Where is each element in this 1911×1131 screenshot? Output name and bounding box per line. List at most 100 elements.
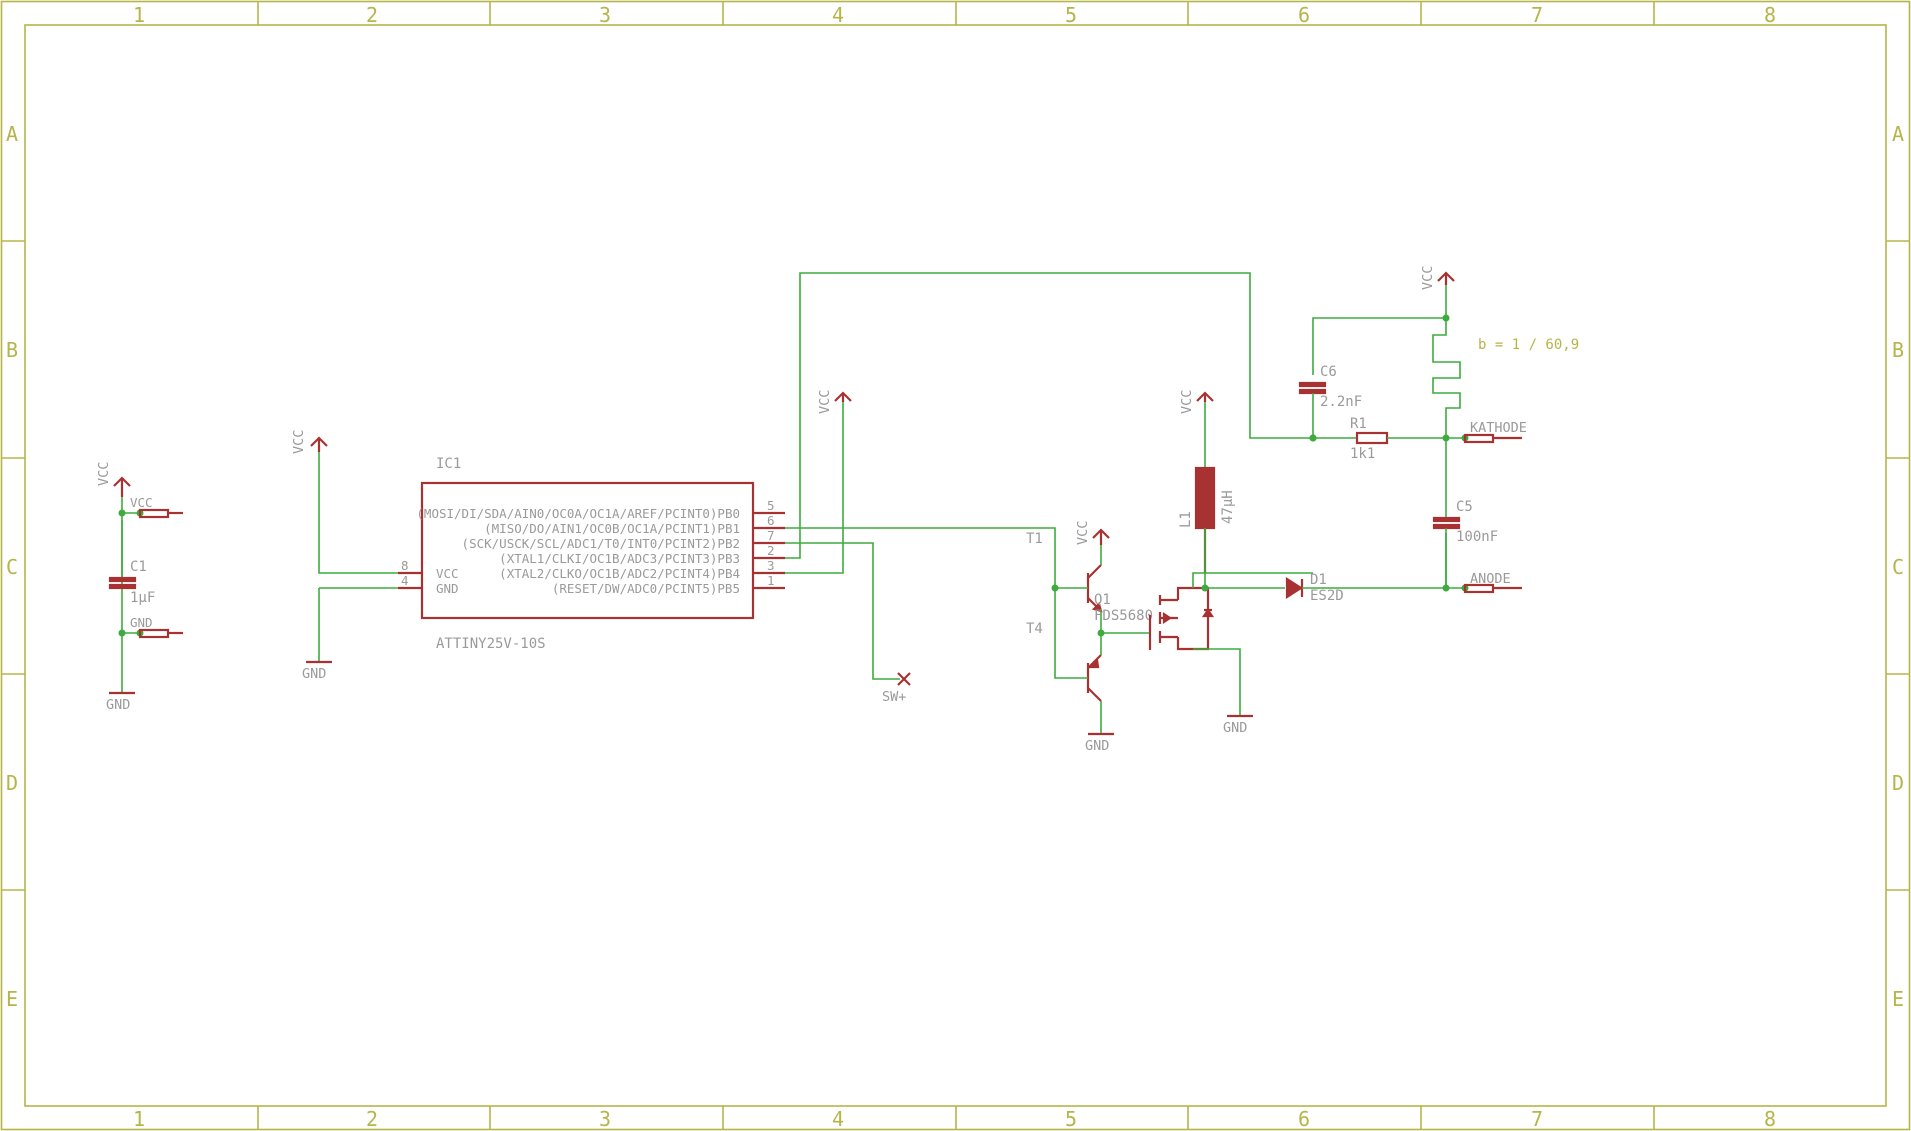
- t4-name: T4: [1026, 621, 1043, 637]
- col-label: 6: [1298, 3, 1310, 27]
- c1-name: C1: [130, 559, 147, 575]
- pin-name: (XTAL2/CLKO/OC1B/ADC2/PCINT4)PB4: [499, 566, 740, 581]
- pin-name: GND: [436, 581, 459, 596]
- c6-name: C6: [1320, 364, 1337, 380]
- signal-wires: [785, 272, 1313, 680]
- capacitor-c1: C1 1µF: [108, 520, 155, 606]
- pin-num: 4: [401, 573, 409, 588]
- row-label: D: [1892, 771, 1904, 795]
- capacitor-c6: C6 2.2nF: [1298, 364, 1362, 410]
- d1-name: D1: [1310, 572, 1327, 588]
- vcc-label: VCC: [817, 390, 833, 414]
- ic1-attiny25: VCC GND 8 4 IC1 ATTINY25V-10S VCC GND (M…: [291, 430, 785, 682]
- annotation-ratio: b = 1 / 60,9: [1478, 337, 1579, 353]
- vcc-label: VCC: [1420, 266, 1436, 290]
- col-label: 7: [1531, 1107, 1543, 1131]
- capacitor-c5: C5 100nF: [1432, 499, 1498, 545]
- row-labels-right: A B C D E: [1892, 122, 1904, 1011]
- row-label: D: [6, 771, 18, 795]
- vcc-pad: VCC: [130, 495, 183, 519]
- resistor-r1: R1 1k1: [1313, 416, 1446, 462]
- vcc-label: VCC: [1075, 521, 1091, 545]
- vcc-symbol: VCC: [1075, 521, 1110, 545]
- pin-name: (MOSI/DI/SDA/AIN0/OC0A/OC1A/AREF/PCINT0)…: [416, 506, 740, 521]
- gnd-label: GND: [1085, 738, 1109, 754]
- pin-num: 5: [767, 498, 775, 513]
- q1-name: Q1: [1094, 592, 1111, 608]
- kathode-label: KATHODE: [1470, 420, 1527, 436]
- pin-name: (RESET/DW/ADC0/PCINT5)PB5: [552, 581, 740, 596]
- pin-num: 3: [767, 558, 775, 573]
- col-label: 5: [1065, 3, 1077, 27]
- col-label: 6: [1298, 1107, 1310, 1131]
- pin-num: 7: [767, 528, 775, 543]
- row-label: C: [6, 555, 18, 579]
- decoupling-section: VCC VCC GND C1 1µF: [96, 462, 183, 713]
- vcc-symbol: VCC: [1179, 390, 1214, 414]
- q1-value: FDS5680: [1094, 608, 1153, 624]
- l1-value: 47µH: [1220, 490, 1236, 524]
- vcc-pad-label: VCC: [130, 495, 153, 510]
- c6-value: 2.2nF: [1320, 394, 1362, 410]
- gnd-label: GND: [302, 666, 326, 682]
- switch-connector: SW+: [882, 672, 911, 705]
- gnd-symbol: GND: [1223, 714, 1253, 736]
- ic1-value: ATTINY25V-10S: [436, 636, 546, 652]
- gnd-pad-label: GND: [130, 615, 153, 630]
- col-label: 4: [832, 3, 844, 27]
- pin-num: 8: [401, 558, 409, 573]
- row-labels-left: A B C D E: [6, 122, 18, 1011]
- col-label: 7: [1531, 3, 1543, 27]
- col-label: 1: [133, 1107, 145, 1131]
- gnd-label: GND: [1223, 720, 1247, 736]
- row-label: E: [6, 987, 18, 1011]
- vcc-label: VCC: [291, 430, 307, 454]
- pin-name: (XTAL1/CLKI/OC1B/ADC3/PCINT3)PB3: [499, 551, 740, 566]
- r1-value: 1k1: [1350, 446, 1375, 462]
- r1-name: R1: [1350, 416, 1367, 432]
- row-label: B: [1892, 338, 1904, 362]
- row-label: A: [6, 122, 18, 146]
- t1-name: T1: [1026, 531, 1043, 547]
- vcc-symbol: VCC: [96, 462, 131, 497]
- col-label: 2: [366, 3, 378, 27]
- kathode-pad: KATHODE: [1463, 420, 1527, 444]
- vcc-symbol: VCC: [817, 390, 852, 414]
- row-label: E: [1892, 987, 1904, 1011]
- col-label: 1: [133, 3, 145, 27]
- col-label: 2: [366, 1107, 378, 1131]
- col-label: 4: [832, 1107, 844, 1131]
- c1-value: 1µF: [130, 590, 155, 606]
- gnd-symbol: GND: [302, 660, 332, 682]
- column-labels-top: 1 2 3 4 5 6 7 8: [133, 3, 1776, 27]
- pin-name: (MISO/DO/AIN1/OC0B/OC1A/PCINT1)PB1: [484, 521, 740, 536]
- driver-transistors: T1 T4 VCC GND: [1026, 521, 1150, 754]
- row-label: A: [1892, 122, 1904, 146]
- gnd-symbol: GND: [106, 691, 135, 713]
- vcc-symbol: VCC: [1420, 266, 1455, 290]
- diode-d1: D1 ES2D: [1285, 572, 1344, 604]
- col-label: 3: [599, 1107, 611, 1131]
- mosfet-q1: Q1 FDS5680: [1094, 586, 1215, 651]
- sense-element: [1432, 318, 1461, 438]
- col-label: 8: [1764, 3, 1776, 27]
- pin-num: 1: [767, 573, 775, 588]
- anode-pad: ANODE: [1463, 571, 1522, 594]
- ic1-body: [420, 481, 755, 620]
- gnd-label: GND: [106, 697, 130, 713]
- gnd-pad: GND: [130, 615, 183, 639]
- gnd-symbol: GND: [1085, 732, 1114, 754]
- d1-value: ES2D: [1310, 588, 1344, 604]
- output-section: VCC b = 1 / 60,9 C6 2.2nF R1 1k1: [1298, 266, 1579, 594]
- vcc-symbol: VCC: [291, 430, 328, 454]
- l1-name: L1: [1178, 511, 1194, 528]
- col-label: 3: [599, 3, 611, 27]
- pin-num: 6: [767, 513, 775, 528]
- pin-name: (SCK/USCK/SCL/ADC1/T0/INT0/PCINT2)PB2: [462, 536, 740, 551]
- col-label: 5: [1065, 1107, 1077, 1131]
- pin-num: 2: [767, 543, 775, 558]
- anode-label: ANODE: [1470, 571, 1511, 587]
- row-label: C: [1892, 555, 1904, 579]
